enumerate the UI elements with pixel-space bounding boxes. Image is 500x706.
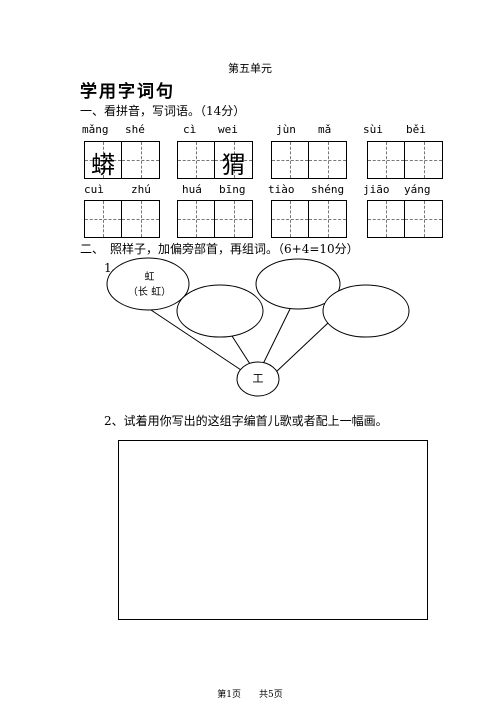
writing-box[interactable] [122,200,160,238]
pinyin: shéng [311,183,345,196]
pinyin-row-2: cuì zhú huá bīng tiào shéng jiāo yáng [0,183,500,197]
pinyin: běi [406,123,426,136]
writing-box[interactable] [405,200,443,238]
pinyin: cuì [84,183,104,196]
writing-box[interactable] [177,141,215,179]
drawing-area[interactable] [118,440,428,620]
pinyin: bīng [219,183,246,196]
pinyin: wei [218,123,238,136]
answer-bubble[interactable] [322,284,410,338]
writing-box[interactable]: 猬 [215,141,253,179]
writing-box[interactable] [309,200,347,238]
page-footer: 第1页 共5页 [217,690,283,700]
connector-line [275,322,329,373]
answer-bubble[interactable] [176,284,264,338]
pinyin: mǎng [82,123,109,136]
pinyin: huá [182,183,202,196]
pinyin: tiào [268,183,295,196]
written-char: 蟒 [91,151,115,179]
writing-box[interactable] [271,200,309,238]
writing-box[interactable] [367,141,405,179]
word-box-group [177,200,253,238]
hub-bubble [236,361,280,397]
word-box-group [271,141,347,179]
pinyin-row-1: mǎng shé cì wei jùn mǎ sùi běi [0,123,500,137]
pinyin: cì [183,123,197,136]
writing-box[interactable] [122,141,160,179]
writing-box[interactable]: 蟒 [84,141,122,179]
sub-question-2: 2、试着用你写出的这组字编首儿歌或者配上一幅画。 [104,414,388,428]
unit-label: 第五单元 [228,62,272,75]
word-box-group [367,141,443,179]
word-box-group [367,200,443,238]
hub-char: 工 [252,372,264,385]
word-box-group [84,200,160,238]
pinyin: yáng [404,183,431,196]
writing-box[interactable] [84,200,122,238]
page-title: 学用字词句 [80,82,175,102]
example-bubble [106,257,190,311]
answer-bubble[interactable] [255,258,341,310]
connector-line [231,335,251,365]
word-box-group: 猬 [177,141,253,179]
pinyin: mǎ [318,123,332,136]
writing-box[interactable] [309,141,347,179]
example-word: （长 虹） [127,287,172,298]
written-char: 猬 [221,151,246,179]
pinyin: sùi [363,123,383,136]
pinyin: jùn [276,123,296,136]
example-char: 虹 [144,272,155,283]
pinyin: shé [125,123,145,136]
pinyin: jiāo [363,183,390,196]
word-box-group [271,200,347,238]
writing-box[interactable] [215,200,253,238]
pinyin: zhú [131,183,151,196]
connector-line [262,308,291,365]
writing-box[interactable] [271,141,309,179]
writing-box[interactable] [367,200,405,238]
connector-line [150,309,245,373]
writing-box[interactable] [405,141,443,179]
example-bubble-text: 虹 （长 虹） [112,270,187,300]
writing-box[interactable] [177,200,215,238]
section-1-heading: 一、看拼音，写词语。（14分） [80,104,246,118]
section-2-heading: 二、 照样子，加偏旁部首，再组词。（6+4=10分） [80,242,359,256]
word-box-group: 蟒 [84,141,160,179]
